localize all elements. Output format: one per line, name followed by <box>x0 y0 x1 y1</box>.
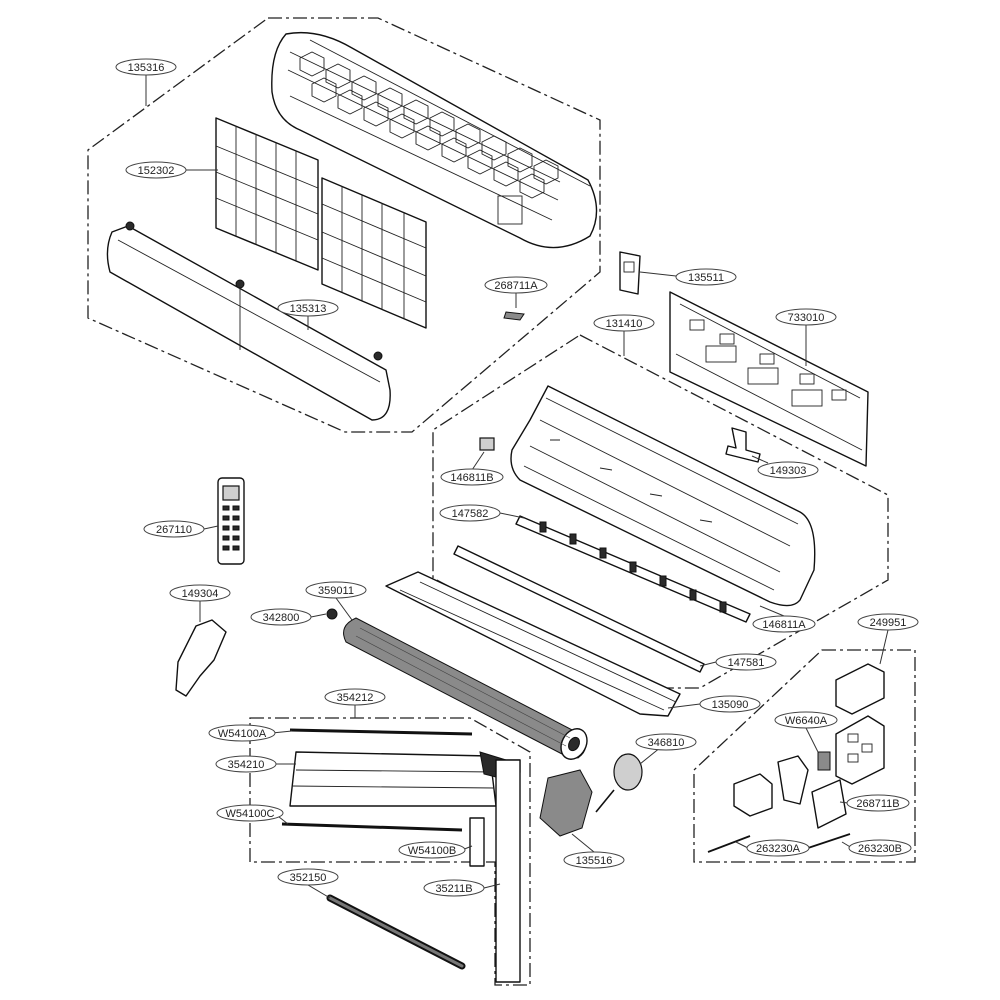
pipe-w54100c-part <box>281 822 463 832</box>
part-label-146811b: 146811B <box>440 468 504 486</box>
part-label-249951: 249951 <box>857 613 919 631</box>
part-label-263230a: 263230A <box>746 839 810 857</box>
cross-flow-fan-part <box>343 617 588 760</box>
part-label-135313: 135313 <box>277 299 339 317</box>
svg-text:149304: 149304 <box>182 588 219 600</box>
motor-mount-part <box>539 769 593 837</box>
louver-147581-part <box>453 545 705 673</box>
svg-text:146811B: 146811B <box>450 472 493 484</box>
part-label-149304: 149304 <box>169 584 231 602</box>
svg-text:268711B: 268711B <box>856 798 899 810</box>
svg-text:W54100C: W54100C <box>226 808 275 820</box>
part-label-149303: 149303 <box>757 461 819 479</box>
part-label-342800: 342800 <box>250 608 312 626</box>
part-label-359011: 359011 <box>305 581 367 599</box>
front-cover-part <box>271 31 598 249</box>
svg-text:147581: 147581 <box>728 657 765 669</box>
part-label-147582: 147582 <box>439 504 501 522</box>
svg-text:131410: 131410 <box>606 318 643 330</box>
part-label-346810: 346810 <box>635 733 697 751</box>
part-label-131410: 131410 <box>593 314 655 332</box>
svg-text:135516: 135516 <box>576 855 613 867</box>
part-label-354210: 354210 <box>215 755 277 773</box>
svg-text:149303: 149303 <box>770 465 807 477</box>
svg-text:263230B: 263230B <box>858 843 902 855</box>
chassis-group-border <box>432 334 889 689</box>
svg-text:135316: 135316 <box>128 62 165 74</box>
control-box-group-border <box>693 649 916 863</box>
svg-text:352150: 352150 <box>290 872 327 884</box>
svg-text:268711A: 268711A <box>494 280 538 292</box>
part-label-135516: 135516 <box>563 851 625 869</box>
evaporator-part <box>289 751 521 807</box>
front-panel-part <box>106 221 391 421</box>
part-label-135090: 135090 <box>699 695 761 713</box>
bearing-part <box>326 608 338 620</box>
part-label-135316: 135316 <box>115 58 177 76</box>
svg-text:146811A: 146811A <box>762 619 806 631</box>
air-filter-part <box>215 117 427 329</box>
part-label-135511: 135511 <box>675 268 737 286</box>
drain-hose-part <box>326 894 466 970</box>
remote-control-part <box>217 477 245 565</box>
svg-text:147582: 147582 <box>452 508 489 520</box>
control-box-part <box>835 663 885 785</box>
holder-149304-part <box>175 619 227 697</box>
svg-text:359011: 359011 <box>318 585 354 597</box>
installation-plate-part <box>669 291 869 467</box>
evaporator-group-border <box>249 717 531 986</box>
svg-text:W6640A: W6640A <box>785 715 828 727</box>
svg-text:346810: 346810 <box>648 737 685 749</box>
pipe-w54100a-part <box>289 728 473 736</box>
bracket-149303-part <box>725 427 761 463</box>
svg-text:W54100A: W54100A <box>218 728 267 740</box>
display-cover-part <box>619 251 641 295</box>
drain-pan-part <box>385 571 681 717</box>
svg-text:152302: 152302 <box>138 165 175 177</box>
part-label-35211b: 35211B <box>423 879 485 897</box>
svg-text:733010: 733010 <box>788 312 825 324</box>
terminal-w6640a-part <box>817 751 831 771</box>
part-146811b <box>479 437 495 451</box>
front-panel-group-border <box>87 17 601 433</box>
part-label-733010: 733010 <box>775 308 837 326</box>
part-label-w54100b: W54100B <box>398 841 466 859</box>
part-label-146811a: 146811A <box>752 615 816 633</box>
svg-text:135511: 135511 <box>688 272 724 284</box>
svg-text:135313: 135313 <box>290 303 327 315</box>
svg-text:W54100B: W54100B <box>408 845 456 857</box>
svg-text:267110: 267110 <box>156 524 192 536</box>
part-label-263230b: 263230B <box>848 839 912 857</box>
part-label-267110: 267110 <box>143 520 205 538</box>
screw-263230b-part <box>807 833 851 849</box>
part-label-152302: 152302 <box>125 161 187 179</box>
screw-263230a-part <box>707 835 751 853</box>
pipe-w54100b-part <box>469 817 485 867</box>
svg-text:35211B: 35211B <box>435 883 472 895</box>
part-label-354212: 354212 <box>324 688 386 706</box>
bracket-terminal-part <box>733 773 773 817</box>
clip-268711a-part <box>503 311 525 321</box>
svg-text:354212: 354212 <box>337 692 374 704</box>
part-label-352150: 352150 <box>277 868 339 886</box>
svg-text:342800: 342800 <box>263 612 300 624</box>
part-label-w54100a: W54100A <box>208 724 276 742</box>
part-label-268711b: 268711B <box>846 794 910 812</box>
vane-147582-part <box>515 515 751 623</box>
fan-motor-part <box>595 753 643 813</box>
part-label-w54100c: W54100C <box>216 804 284 822</box>
tube-35211b-part <box>495 759 521 983</box>
chassis-part <box>510 385 816 607</box>
part-label-147581: 147581 <box>715 653 777 671</box>
svg-text:249951: 249951 <box>870 617 907 629</box>
leader-lines <box>145 75 889 899</box>
svg-text:263230A: 263230A <box>756 843 801 855</box>
svg-text:135090: 135090 <box>712 699 749 711</box>
bracket-sensor-part <box>777 755 809 805</box>
svg-text:354210: 354210 <box>228 759 265 771</box>
part-label-w6640a: W6640A <box>774 711 838 729</box>
cover-268711b-part <box>811 779 847 829</box>
part-label-268711a: 268711A <box>484 276 548 294</box>
